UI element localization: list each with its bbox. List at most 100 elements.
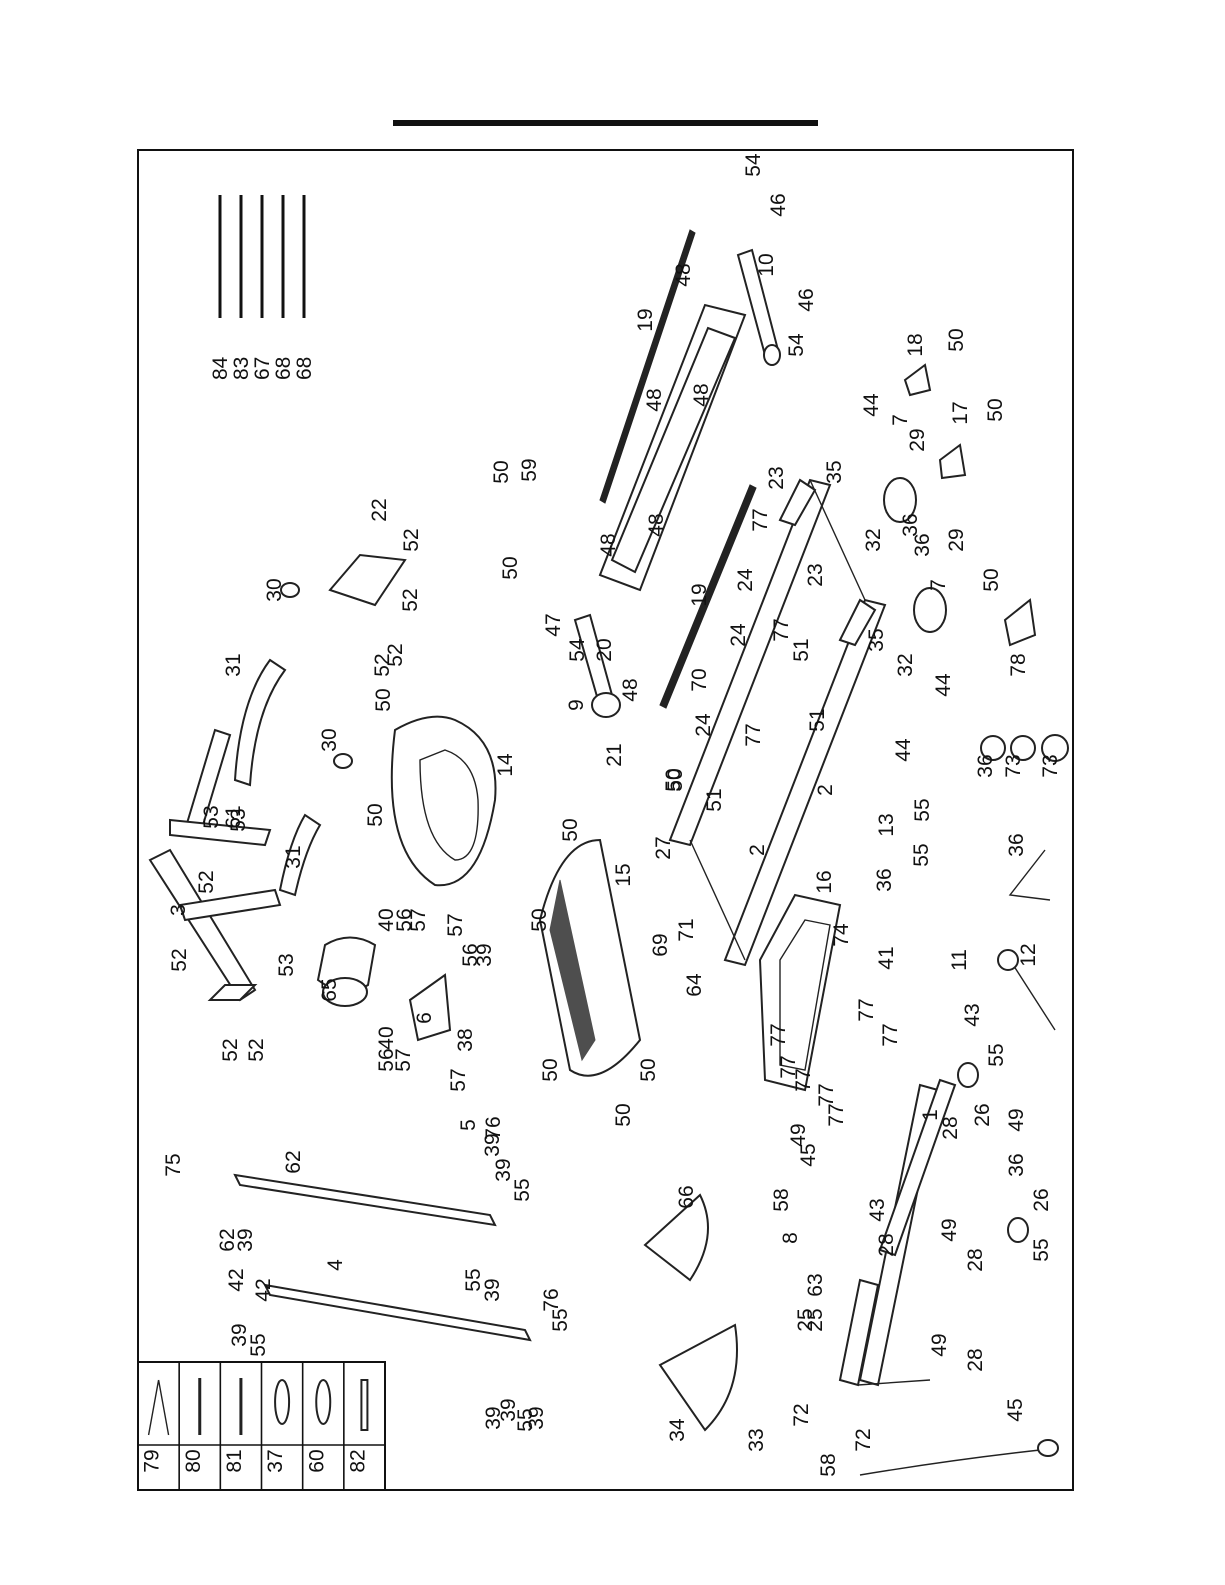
part-number: 75 [162, 1153, 185, 1176]
incline-frame [838, 1078, 957, 1387]
part-callout: 44 [892, 738, 915, 762]
part-number: 2 [814, 784, 837, 796]
part-callout: 50 [980, 568, 1003, 591]
part-callout: 9 [565, 699, 588, 711]
part-callout: 58 [770, 1188, 793, 1211]
part-callout: 39 [525, 1406, 548, 1429]
part-callout: 42 [252, 1278, 275, 1301]
part-number: 50 [539, 1058, 562, 1081]
legend-label: 60 [305, 1449, 328, 1472]
part-callout: 50 [662, 768, 685, 791]
part-number: 17 [949, 401, 972, 424]
part-number: 55 [1030, 1238, 1053, 1261]
part-number: 49 [928, 1333, 951, 1356]
part-number: 65 [318, 978, 341, 1001]
part-callout: 50 [490, 460, 513, 483]
part-callout: 57 [447, 1068, 470, 1091]
part-number: 52 [195, 870, 218, 893]
part-callout: 61 [222, 805, 245, 828]
part-number: 28 [964, 1248, 987, 1271]
part-number: 8 [779, 1232, 802, 1244]
part-number: 47 [542, 613, 565, 636]
part-callout: 52 [400, 528, 423, 551]
part-number: 57 [444, 913, 467, 936]
part-callout: 49 [938, 1218, 961, 1241]
part-callout: 72 [790, 1403, 813, 1426]
part-number: 49 [787, 1123, 810, 1146]
part-callout: 59 [518, 458, 541, 481]
part-callout: 48 [672, 263, 695, 286]
part-callout: 50 [984, 398, 1007, 421]
part-callout: 2 [746, 844, 769, 856]
part-number: 2 [746, 844, 769, 856]
part-callout: 52 [195, 870, 218, 893]
part-callout: 77 [879, 1023, 902, 1046]
part-callout: 52 [371, 653, 394, 676]
part-callout: 54 [566, 638, 589, 662]
part-callout: 23 [765, 466, 788, 489]
part-number: 55 [985, 1043, 1008, 1066]
part-number: 53 [227, 808, 250, 831]
part-callout: 20 [593, 638, 616, 661]
part-callout: 50 [637, 1058, 660, 1081]
part-number: 40 [375, 1026, 398, 1049]
part-callout: 19 [688, 583, 711, 606]
part-number: 50 [559, 818, 582, 841]
part-number: 77 [792, 1068, 815, 1091]
part-number: 26 [971, 1103, 994, 1126]
part-callout: 75 [162, 1153, 185, 1176]
part-callout: 57 [444, 913, 467, 936]
wire-label: 67 [251, 357, 274, 380]
part-number: 44 [892, 738, 915, 762]
part-number: 13 [875, 813, 898, 836]
part-callout: 56 [393, 908, 416, 931]
part-callout: 32 [862, 528, 885, 551]
part-callout: 63 [804, 1273, 827, 1296]
rear-brackets [883, 363, 1037, 647]
part-number: 48 [619, 678, 642, 701]
part-callout: 55 [514, 1408, 537, 1431]
part-number: 73 [1039, 754, 1062, 777]
part-callout: 76 [482, 1116, 505, 1139]
part-callout: 48 [619, 678, 642, 701]
part-number: 12 [1017, 943, 1040, 966]
part-number: 52 [168, 948, 191, 971]
part-number: 39 [473, 943, 496, 966]
part-callout: 19 [634, 308, 657, 331]
part-callout: 16 [813, 870, 836, 893]
part-callout: 50 [612, 1103, 635, 1126]
part-callout: 22 [368, 498, 391, 521]
part-callout: 69 [649, 933, 672, 956]
part-callout: 4 [324, 1259, 347, 1271]
part-callout: 57 [407, 908, 430, 931]
part-callout: 76 [540, 1288, 563, 1311]
part-callout: 14 [494, 753, 517, 777]
part-number: 25 [804, 1308, 827, 1331]
part-callout: 26 [1030, 1188, 1053, 1211]
part-number: 7 [889, 414, 912, 426]
part-number: 10 [755, 253, 778, 276]
part-number: 39 [492, 1158, 515, 1181]
part-number: 63 [804, 1273, 827, 1296]
part-number: 56 [459, 943, 482, 966]
part-number: 55 [514, 1408, 537, 1431]
part-number: 39 [228, 1323, 251, 1346]
part-callout: 52 [384, 643, 407, 666]
part-callout: 55 [462, 1268, 485, 1291]
part-number: 46 [767, 193, 790, 216]
part-callout: 54 [742, 153, 765, 177]
part-number: 1 [919, 1109, 942, 1121]
part-number: 36 [974, 754, 997, 777]
part-callout: 31 [222, 653, 245, 676]
wire-label: 68 [293, 357, 316, 380]
legend-label: 37 [264, 1449, 287, 1472]
part-callout: 13 [875, 813, 898, 836]
part-callout: 49 [787, 1123, 810, 1146]
part-number: 40 [375, 908, 398, 931]
part-number: 25 [794, 1308, 817, 1331]
part-callout: 36 [899, 513, 922, 536]
legend-glyph-82 [360, 1379, 369, 1431]
part-callout: 15 [612, 863, 635, 886]
side-covers [643, 1193, 738, 1432]
part-number: 50 [945, 328, 968, 351]
